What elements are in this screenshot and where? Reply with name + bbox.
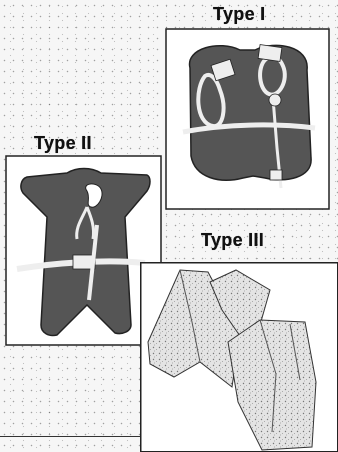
type-3-label: Type III bbox=[201, 230, 264, 251]
type-2-panel bbox=[5, 155, 162, 346]
type-1-vest-body bbox=[190, 45, 312, 180]
type-2-label: Type II bbox=[34, 133, 92, 154]
bottom-divider-line bbox=[0, 436, 140, 437]
type-1-shoulder-patch-right bbox=[258, 45, 282, 62]
type-1-label: Type I bbox=[213, 4, 265, 25]
type-2-life-jacket-illustration bbox=[5, 155, 162, 346]
type-1-life-jacket-illustration bbox=[165, 28, 330, 210]
type-3-panel bbox=[140, 262, 338, 452]
type-1-panel bbox=[165, 28, 330, 210]
type-3-life-jacket-illustration bbox=[140, 262, 338, 452]
